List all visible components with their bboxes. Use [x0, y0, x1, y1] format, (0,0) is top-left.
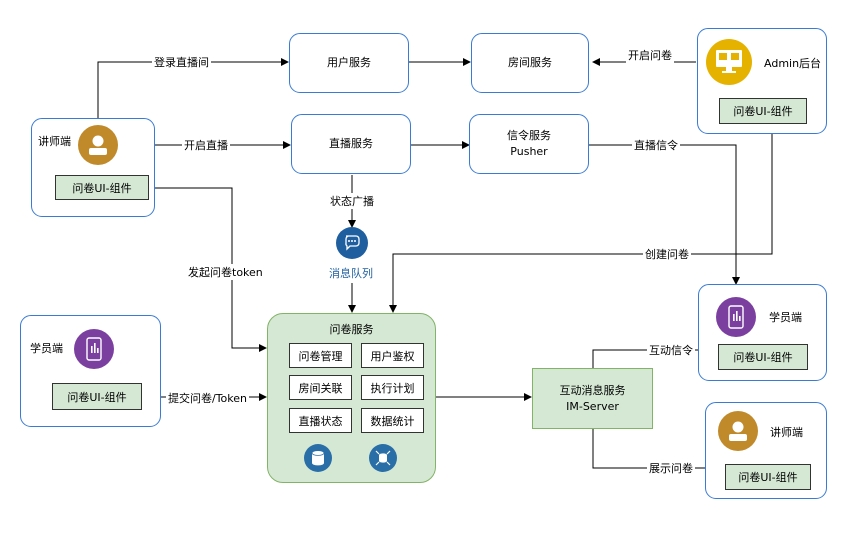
module-live-status: 直播状态	[289, 408, 352, 433]
module-survey-management: 问卷管理	[289, 343, 352, 368]
edge-label-show-survey: 展示问卷	[647, 460, 695, 476]
admin-survey-widget: 问卷UI-组件	[719, 98, 807, 124]
lecturer-right-survey-widget: 问卷UI-组件	[725, 464, 811, 490]
edge-label-create-survey: 创建问卷	[643, 246, 691, 262]
database-icon	[304, 444, 332, 472]
admin-monitor-icon	[706, 39, 752, 85]
lecturer-right-label: 讲师端	[770, 426, 803, 439]
module-room-binding: 房间关联	[289, 375, 352, 400]
mobile-phone-icon	[74, 329, 114, 369]
module-data-stats: 数据统计	[361, 408, 424, 433]
admin-node: Admin后台 问卷UI-组件	[697, 28, 827, 134]
edge-label-live-signal: 直播信令	[632, 137, 680, 153]
student-left-label: 学员端	[30, 342, 63, 355]
user-avatar-icon	[718, 411, 758, 451]
module-execution-plan: 执行计划	[361, 375, 424, 400]
lecturer-node: 讲师端 问卷UI-组件	[31, 118, 155, 217]
user-avatar-icon	[78, 125, 118, 165]
im-server-node: 互动消息服务 IM-Server	[532, 368, 653, 429]
module-user-auth: 用户鉴权	[361, 343, 424, 368]
student-left-survey-widget: 问卷UI-组件	[52, 383, 142, 410]
lecturer-label: 讲师端	[38, 135, 71, 148]
signal-service-node: 信令服务 Pusher	[469, 114, 589, 174]
lecturer-right-node: 讲师端 问卷UI-组件	[705, 402, 827, 499]
message-queue-label: 消息队列	[329, 267, 373, 280]
edge-label-interact-signal: 互动信令	[647, 342, 695, 358]
edge-label-launch-token: 发起问卷token	[186, 264, 265, 280]
survey-service-title: 问卷服务	[329, 323, 374, 336]
user-service-node: 用户服务	[289, 33, 409, 93]
student-right-node: 学员端 问卷UI-组件	[698, 284, 827, 381]
mobile-phone-icon	[716, 297, 756, 337]
edge-label-start-live: 开启直播	[182, 137, 230, 153]
edge-label-state-broadcast: 状态广播	[328, 193, 376, 209]
room-service-node: 房间服务	[471, 33, 589, 93]
survey-service-node: 问卷服务 问卷管理 用户鉴权 房间关联 执行计划 直播状态 数据统计	[267, 313, 436, 483]
edge-label-login-room: 登录直播间	[152, 54, 211, 70]
student-right-label: 学员端	[769, 311, 802, 324]
admin-label: Admin后台	[764, 57, 822, 70]
edge-label-open-survey: 开启问卷	[626, 47, 674, 63]
student-left-node: 学员端 问卷UI-组件	[20, 315, 161, 427]
edge-label-submit-token: 提交问卷/Token	[166, 390, 250, 406]
database-sync-icon	[369, 444, 397, 472]
message-queue-icon	[336, 227, 368, 259]
lecturer-survey-widget: 问卷UI-组件	[55, 175, 149, 200]
student-right-survey-widget: 问卷UI-组件	[718, 344, 808, 370]
live-service-node: 直播服务	[291, 114, 411, 174]
